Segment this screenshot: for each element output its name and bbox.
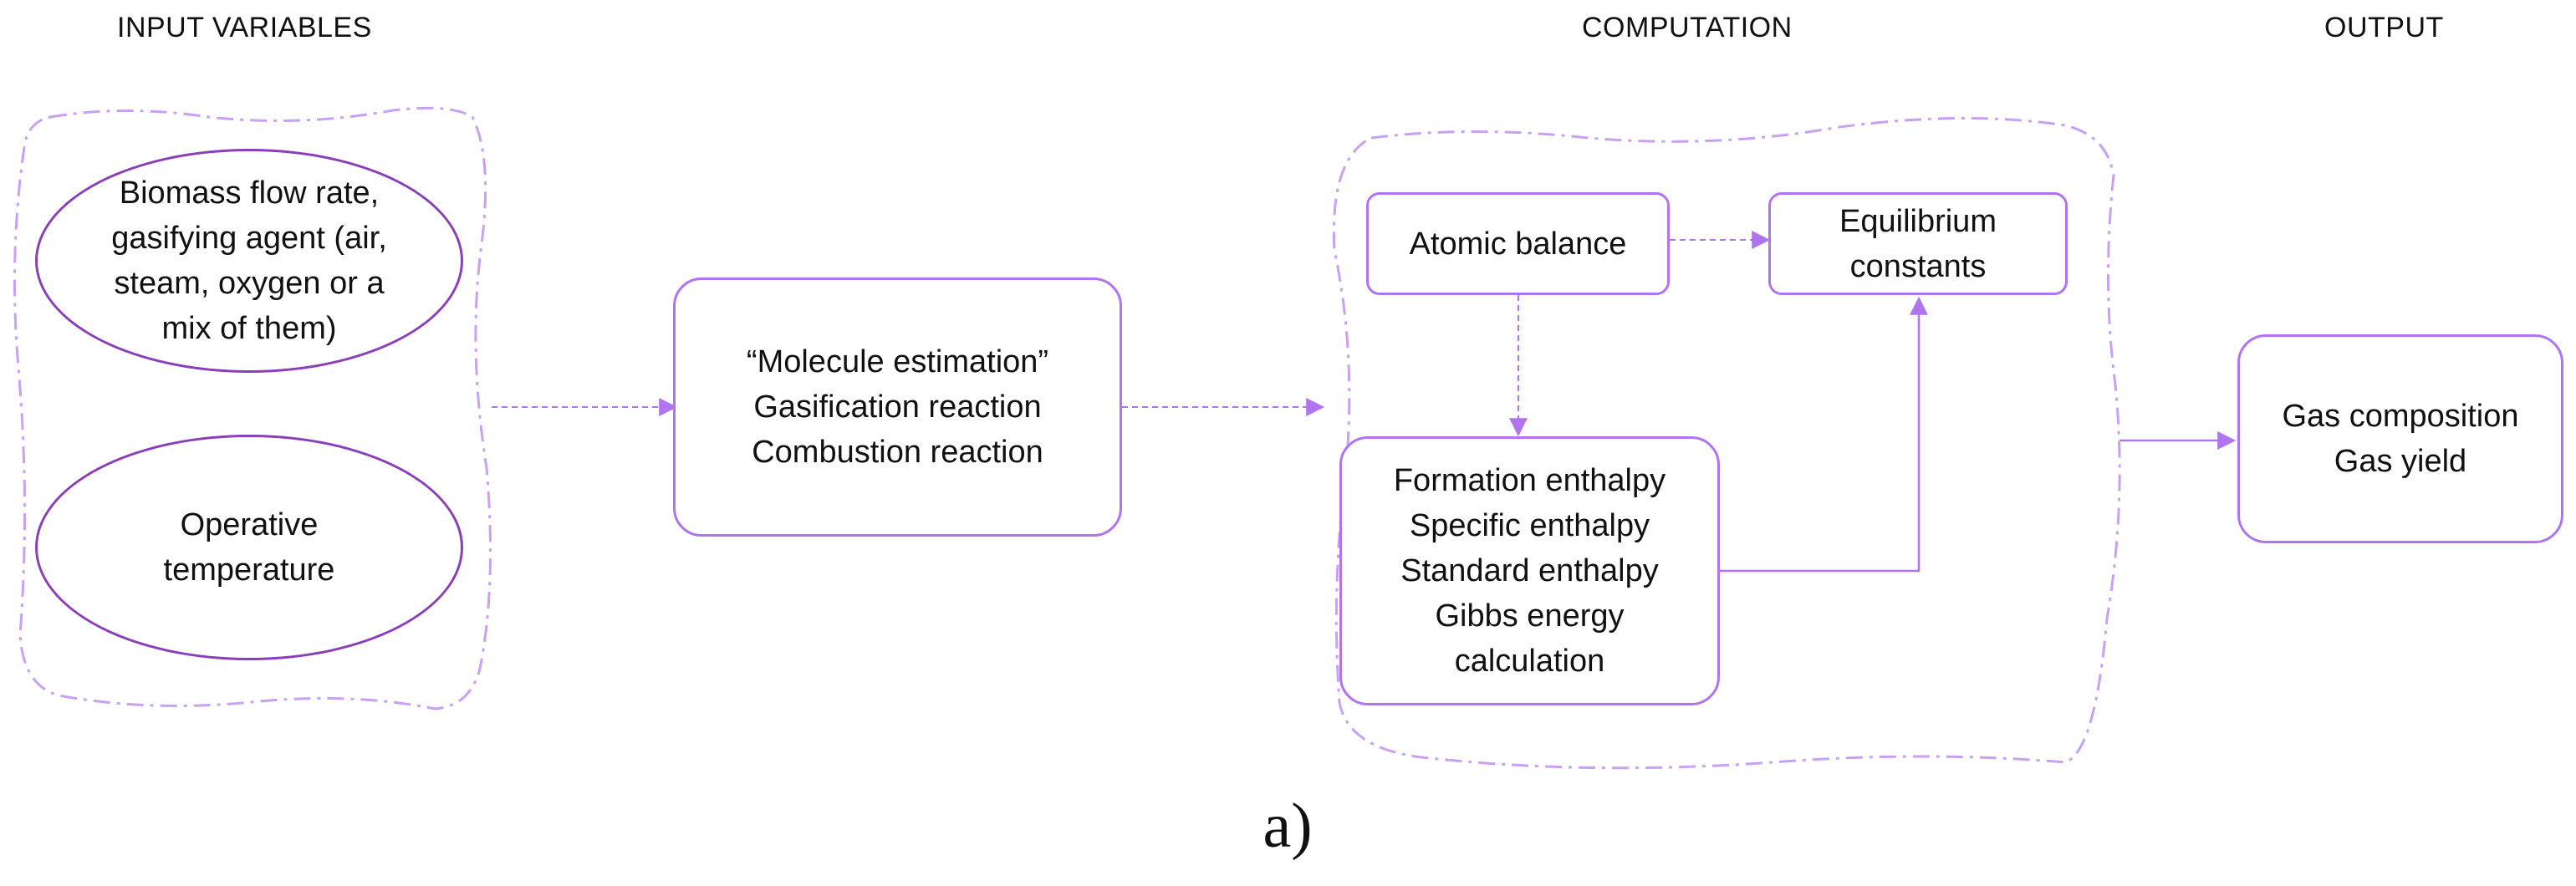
heading-output: OUTPUT [2324,12,2444,43]
text-line: gasifying agent (air, [111,221,387,256]
text-line: “Molecule estimation” [746,344,1049,379]
text-line: Gasification reaction [753,390,1042,425]
text-line: Gibbs energy [1435,598,1625,634]
text-line: Biomass flow rate, [119,176,380,211]
text-line: Combustion reaction [752,435,1043,470]
text-line: Formation enthalpy [1393,463,1666,498]
text-line: Operative [180,507,319,542]
text-line: Specific enthalpy [1409,508,1650,543]
node-atomic-balance-text: Atomic balance [1410,222,1627,267]
figure-caption: a) [1262,791,1313,861]
arrow-enthalpy-to-equilibrium [1720,296,1928,573]
text-line: constants [1849,248,1987,284]
node-equilibrium-constants-text: Equilibrium constants [1839,199,1997,289]
node-biomass-flow-rate-text: Biomass flow rate, gasifying agent (air, s… [111,171,387,351]
node-operative-temperature: Operative temperature [35,435,463,660]
text-line: Standard enthalpy [1400,553,1659,588]
node-equilibrium-constants: Equilibrium constants [1768,192,2068,295]
text-line: temperature [163,552,335,588]
text-line: steam, oxygen or a [114,266,385,301]
text-line: Atomic balance [1409,226,1627,262]
node-operative-temperature-text: Operative temperature [164,502,335,593]
input-group-outline [13,106,492,710]
node-atomic-balance: Atomic balance [1366,192,1670,295]
text-line: Gas yield [2334,444,2467,479]
node-molecule-estimation: “Molecule estimation” Gasification reacti… [673,278,1122,537]
text-line: mix of them) [161,311,337,346]
node-molecule-estimation-text: “Molecule estimation” Gasification reacti… [747,339,1048,475]
node-biomass-flow-rate: Biomass flow rate, gasifying agent (air, s… [35,149,463,373]
heading-input-variables: INPUT VARIABLES [117,12,372,43]
text-line: Gas composition [2282,399,2519,434]
text-line: calculation [1454,644,1605,679]
heading-computation: COMPUTATION [1582,12,1793,43]
text-line: Equilibrium [1839,203,1997,239]
